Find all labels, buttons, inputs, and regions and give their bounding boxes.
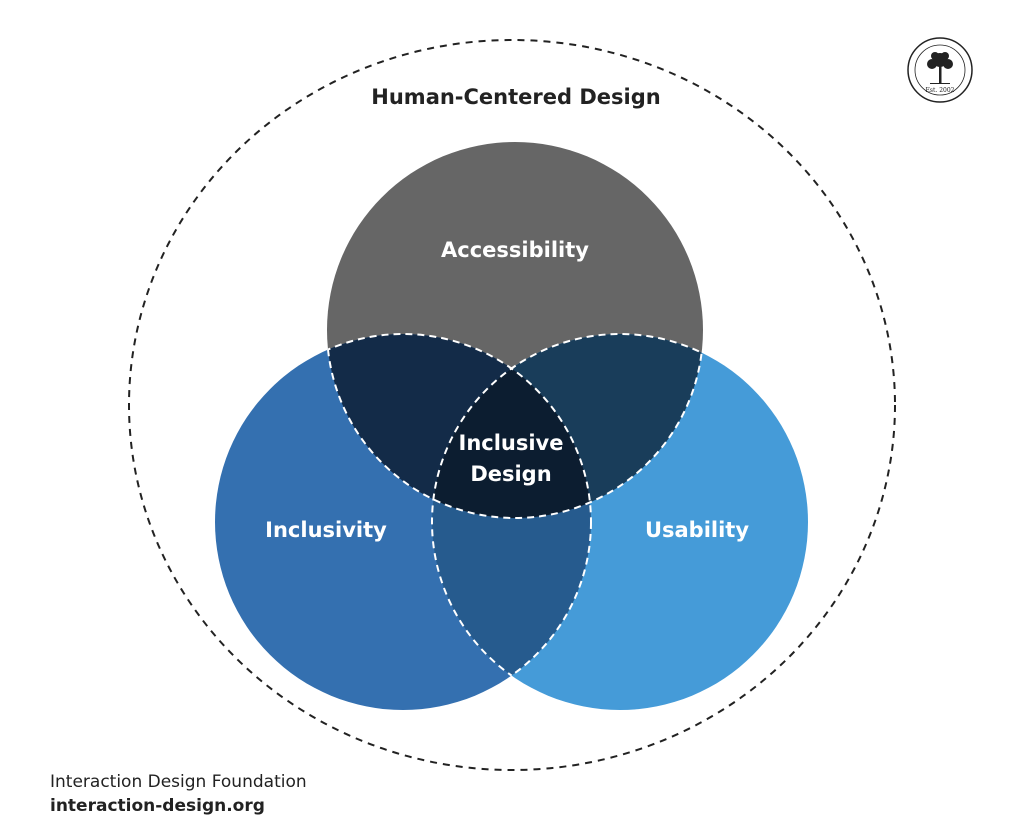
logo-est-text: Est. 2002: [926, 87, 955, 94]
center-overlap-inclusive-design: [432, 334, 591, 518]
outer-boundary-human-centered-design: [128, 39, 896, 771]
footer-org: Interaction Design Foundation: [50, 772, 307, 792]
inclusive-design-label-line1: Inclusive: [459, 431, 564, 455]
accessibility-label: Accessibility: [441, 238, 589, 262]
inclusivity-label: Inclusivity: [265, 518, 387, 542]
overlap-dashed-borders: [326, 333, 704, 710]
footer-credit: Interaction Design Foundation interactio…: [50, 770, 307, 818]
diagram-title: Human-Centered Design: [371, 85, 660, 109]
inclusive-design-label-line2: Design: [470, 462, 551, 486]
usability-label: Usability: [645, 518, 749, 542]
idf-logo-seal: Est. 2002: [907, 37, 973, 103]
footer-url[interactable]: interaction-design.org: [50, 796, 265, 816]
